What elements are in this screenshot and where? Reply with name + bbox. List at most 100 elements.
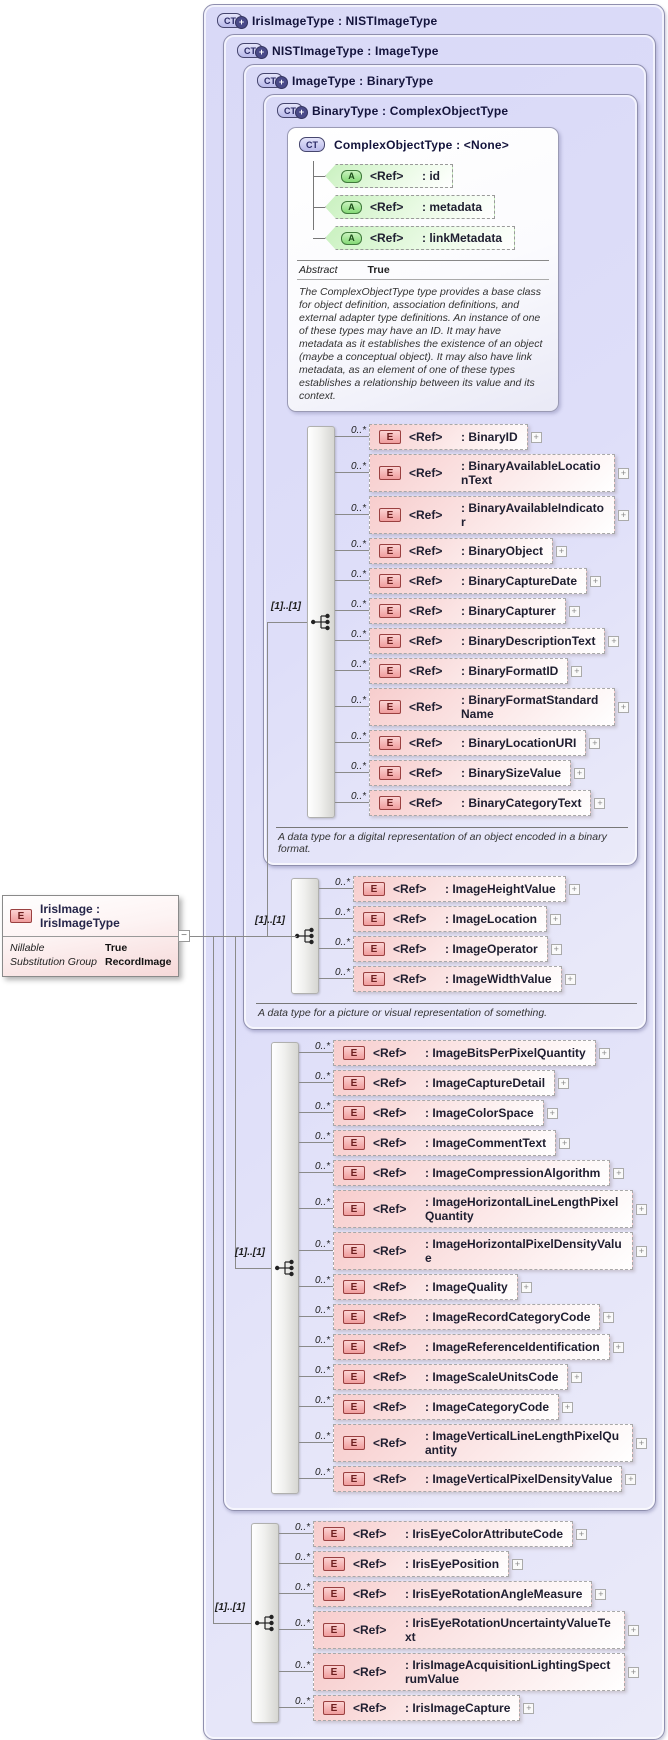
element-box[interactable]: E <Ref> : BinarySizeValue [369, 760, 572, 786]
expand-icon[interactable] [628, 1624, 639, 1636]
expand-icon[interactable] [571, 1371, 583, 1383]
attribute-box[interactable]: A <Ref> : metadata [325, 195, 496, 219]
element-panel-header[interactable]: E IrisImage : IrisImageType [3, 896, 178, 937]
element-box[interactable]: E <Ref> : ImageCompressionAlgorithm [333, 1160, 611, 1186]
element-box[interactable]: E <Ref> : BinaryFormatID [369, 658, 569, 684]
expand-icon[interactable] [546, 1107, 558, 1119]
complex-object-type-header[interactable]: CT ComplexObjectType : <None> [297, 132, 549, 157]
expand-icon[interactable] [618, 509, 629, 521]
element-row: 0..* E <Ref> : ImageScaleUnitsCode [299, 1364, 647, 1390]
expand-icon[interactable] [595, 1588, 607, 1600]
element-box[interactable]: E <Ref> : ImageCaptureDetail [333, 1070, 556, 1096]
element-box[interactable]: E <Ref> : ImageCategoryCode [333, 1394, 560, 1420]
expand-icon[interactable] [568, 605, 580, 617]
element-ref: <Ref> [373, 1202, 407, 1216]
element-name: : ImageCaptureDetail [425, 1076, 546, 1090]
expand-icon[interactable] [559, 1137, 571, 1149]
element-box[interactable]: E <Ref> : BinaryAvailableLocationText [369, 454, 615, 492]
expand-icon[interactable] [530, 431, 542, 443]
cardinality-label: [1]..[1] [271, 601, 301, 612]
expand-icon[interactable] [520, 1281, 532, 1293]
expand-icon[interactable] [589, 737, 601, 749]
attribute-name: : id [422, 169, 440, 183]
expand-icon[interactable] [594, 797, 606, 809]
occurrence-label: 0..* [314, 1395, 330, 1406]
expand-icon[interactable] [598, 1047, 610, 1059]
element-box[interactable]: E <Ref> : ImageWidthValue [353, 966, 562, 992]
element-box[interactable]: E <Ref> : IrisEyeRotationAngleMeasure [313, 1581, 593, 1607]
element-box[interactable]: E <Ref> : ImageHorizontalPixelDensityVal… [333, 1232, 633, 1270]
iris-image-type-header[interactable]: CT IrisImageType : NISTImageType [215, 8, 656, 33]
element-box[interactable]: E <Ref> : ImageLocation [353, 906, 548, 932]
expand-icon[interactable] [636, 1437, 647, 1449]
element-box[interactable]: E <Ref> : BinaryCapturer [369, 598, 566, 624]
expand-icon[interactable] [636, 1203, 647, 1215]
element-box[interactable]: E <Ref> : BinaryCategoryText [369, 790, 592, 816]
expand-icon[interactable] [574, 767, 586, 779]
element-box[interactable]: E <Ref> : BinaryCaptureDate [369, 568, 588, 594]
element-box[interactable]: E <Ref> : IrisEyeColorAttributeCode [313, 1521, 574, 1547]
expand-icon[interactable] [556, 545, 568, 557]
expand-icon[interactable] [568, 883, 580, 895]
expand-icon[interactable] [618, 467, 629, 479]
element-box[interactable]: E <Ref> : ImageHeightValue [353, 876, 566, 902]
element-box[interactable]: E <Ref> : ImageVerticalPixelDensityValue [333, 1466, 623, 1492]
occurrence-label: 0..* [350, 695, 366, 706]
element-box[interactable]: E <Ref> : ImageQuality [333, 1274, 518, 1300]
expand-icon[interactable] [625, 1473, 637, 1485]
attribute-ref: <Ref> [370, 231, 404, 245]
element-box[interactable]: E <Ref> : BinaryID [369, 424, 528, 450]
element-row: 0..* E <Ref> : IrisEyeColorAttributeCode [279, 1521, 639, 1547]
binary-type-header[interactable]: CT BinaryType : ComplexObjectType [275, 98, 629, 123]
element-row: 0..* E <Ref> : ImageCommentText [299, 1130, 647, 1156]
expand-icon[interactable] [612, 1341, 624, 1353]
element-box[interactable]: E <Ref> : ImageRecordCategoryCode [333, 1304, 601, 1330]
element-box[interactable]: E <Ref> : BinaryAvailableIndicator [369, 496, 615, 534]
collapse-icon[interactable] [178, 930, 190, 942]
element-ref: <Ref> [353, 1665, 387, 1679]
expand-icon[interactable] [576, 1528, 588, 1540]
expand-icon[interactable] [564, 973, 576, 985]
expand-icon[interactable] [512, 1558, 524, 1570]
expand-icon[interactable] [562, 1401, 574, 1413]
element-box[interactable]: E <Ref> : ImageBitsPerPixelQuantity [333, 1040, 596, 1066]
element-box[interactable]: E <Ref> : IrisImageCapture [313, 1695, 521, 1721]
element-box[interactable]: E <Ref> : ImageHorizontalLineLengthPixel… [333, 1190, 633, 1228]
element-box[interactable]: E <Ref> : IrisEyePosition [313, 1551, 510, 1577]
sequence-bar [291, 878, 319, 994]
expand-icon[interactable] [558, 1077, 570, 1089]
element-box[interactable]: E <Ref> : BinaryLocationURI [369, 730, 587, 756]
element-box[interactable]: E <Ref> : ImageVerticalLineLengthPixelQu… [333, 1424, 633, 1462]
element-box[interactable]: E <Ref> : BinaryDescriptionText [369, 628, 606, 654]
element-box[interactable]: E <Ref> : BinaryFormatStandardName [369, 688, 615, 726]
element-box[interactable]: E <Ref> : BinaryObject [369, 538, 554, 564]
element-box[interactable]: E <Ref> : IrisEyeRotationUncertaintyValu… [313, 1611, 625, 1649]
element-box[interactable]: E <Ref> : ImageCommentText [333, 1130, 557, 1156]
iris-image-element-panel[interactable]: E IrisImage : IrisImageType Nillable Tru… [2, 895, 179, 977]
element-box[interactable]: E <Ref> : ImageOperator [353, 936, 548, 962]
element-box[interactable]: E <Ref> : ImageReferenceIdentification [333, 1334, 610, 1360]
nist-image-type-header[interactable]: CT NISTImageType : ImageType [235, 38, 647, 63]
element-row: 0..* E <Ref> : ImageWidthValue [319, 966, 580, 992]
expand-icon[interactable] [571, 665, 583, 677]
attribute-box[interactable]: A <Ref> : id [325, 164, 453, 188]
expand-icon[interactable] [550, 943, 562, 955]
expand-icon[interactable] [636, 1245, 647, 1257]
image-type-header[interactable]: CT ImageType : BinaryType [255, 68, 638, 93]
element-row: 0..* E <Ref> : BinaryDescriptionText [335, 628, 629, 654]
expand-icon[interactable] [608, 635, 620, 647]
attribute-box[interactable]: A <Ref> : linkMetadata [325, 226, 516, 250]
expand-icon[interactable] [618, 701, 629, 713]
expand-icon[interactable] [590, 575, 602, 587]
expand-icon[interactable] [613, 1167, 625, 1179]
element-icon: E [343, 1340, 365, 1354]
expand-icon[interactable] [523, 1702, 535, 1714]
expand-icon[interactable] [628, 1666, 639, 1678]
element-name: : BinaryAvailableLocationText [461, 459, 601, 487]
expand-icon[interactable] [603, 1311, 615, 1323]
element-box[interactable]: E <Ref> : ImageScaleUnitsCode [333, 1364, 569, 1390]
connector-stub: 0..* [299, 1424, 333, 1462]
element-box[interactable]: E <Ref> : IrisImageAcquisitionLightingSp… [313, 1653, 625, 1691]
element-box[interactable]: E <Ref> : ImageColorSpace [333, 1100, 544, 1126]
expand-icon[interactable] [550, 913, 562, 925]
